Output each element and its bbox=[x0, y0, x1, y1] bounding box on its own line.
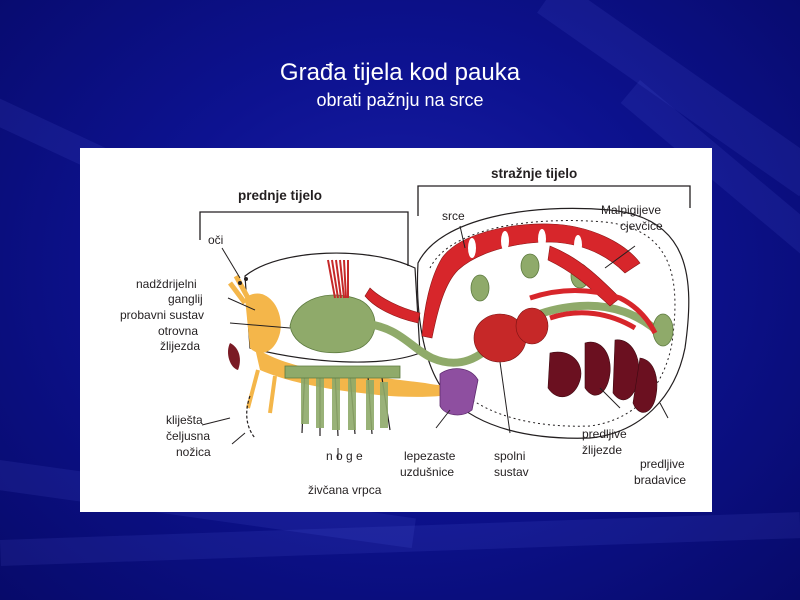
label-ganglion-1: nadždrijelni bbox=[136, 277, 197, 291]
label-malpighian-2: cjevčice bbox=[620, 219, 663, 233]
label-malpighian-1: Malpigijeve bbox=[601, 203, 661, 217]
label-ganglion-2: ganglij bbox=[168, 292, 203, 306]
label-spinnerets-2: bradavice bbox=[634, 473, 686, 487]
reproductive-system bbox=[473, 307, 549, 363]
pedipalp bbox=[246, 395, 256, 439]
malpighian-tubules bbox=[529, 288, 658, 335]
abdomen-inner-dashed bbox=[429, 220, 676, 427]
label-front-body: prednje tijelo bbox=[238, 188, 322, 203]
bracket-front bbox=[199, 211, 409, 266]
label-reproductive-2: sustav bbox=[494, 465, 529, 479]
slide-title: Građa tijela kod pauka bbox=[279, 59, 521, 86]
bracket-back bbox=[417, 185, 691, 216]
label-legs: n o g e bbox=[326, 449, 363, 463]
book-lungs bbox=[439, 368, 479, 416]
label-pedipalp-1: čeljusna bbox=[166, 429, 210, 443]
label-book-lungs-2: uzdušnice bbox=[400, 465, 454, 479]
eyes bbox=[238, 277, 248, 285]
label-pedipalp-2: nožica bbox=[176, 445, 211, 459]
leader-lines bbox=[201, 225, 669, 460]
slide-header: Građa tijela kod pauka obrati pažnju na … bbox=[0, 58, 800, 112]
label-reproductive-1: spolni bbox=[494, 449, 525, 463]
spider-anatomy-svg: prednje tijelo stražnje tijelo bbox=[120, 166, 691, 497]
label-silk-glands-1: predljive bbox=[582, 427, 627, 441]
label-chelicerae: kliješta bbox=[166, 413, 203, 427]
label-silk-glands-2: žlijezde bbox=[582, 443, 622, 457]
spider-anatomy-diagram: prednje tijelo stražnje tijelo bbox=[80, 148, 712, 512]
slide-subtitle: obrati pažnju na srce bbox=[316, 90, 484, 110]
label-digestive: probavni sustav bbox=[120, 308, 204, 322]
stomach-muscles bbox=[327, 259, 349, 299]
label-nerve-cord: živčana vrpca bbox=[308, 483, 382, 497]
label-venom-1: otrovna bbox=[158, 324, 198, 338]
nervous-system bbox=[228, 274, 462, 414]
label-venom-2: žlijezda bbox=[160, 339, 200, 353]
label-back-body: stražnje tijelo bbox=[491, 166, 577, 181]
label-heart: srce bbox=[442, 209, 465, 223]
label-book-lungs-1: lepezaste bbox=[404, 449, 456, 463]
label-spinnerets-1: predljive bbox=[640, 457, 685, 471]
venom-gland bbox=[227, 343, 240, 370]
label-eyes: oči bbox=[208, 233, 223, 247]
silk-glands bbox=[547, 339, 658, 413]
leg-base-fills bbox=[301, 372, 388, 430]
